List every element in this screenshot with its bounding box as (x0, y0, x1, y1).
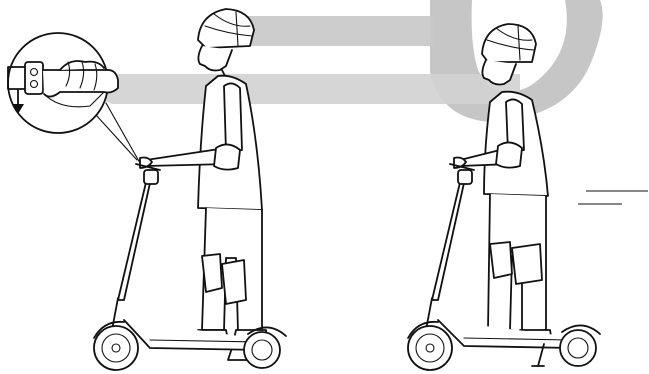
elbow-pad-left (214, 144, 240, 169)
helmet-right (482, 24, 536, 62)
knee-pad-left-1 (202, 254, 222, 292)
rear-wheel-right (560, 325, 600, 366)
speed-line-bottom (75, 74, 520, 104)
helmet-left (198, 9, 254, 48)
knee-pad-left-2 (222, 260, 246, 304)
watermark-graphics (75, 0, 648, 204)
stem-right (432, 174, 466, 300)
knee-pad-right-2 (512, 244, 542, 284)
elbow-pad-right (496, 142, 522, 167)
rear-wheel-left (244, 327, 286, 368)
speed-line-top (238, 16, 434, 46)
rider-left (140, 9, 268, 360)
front-wheel-right (408, 322, 452, 370)
stem-left (118, 174, 152, 300)
knee-pad-right-1 (490, 242, 512, 278)
